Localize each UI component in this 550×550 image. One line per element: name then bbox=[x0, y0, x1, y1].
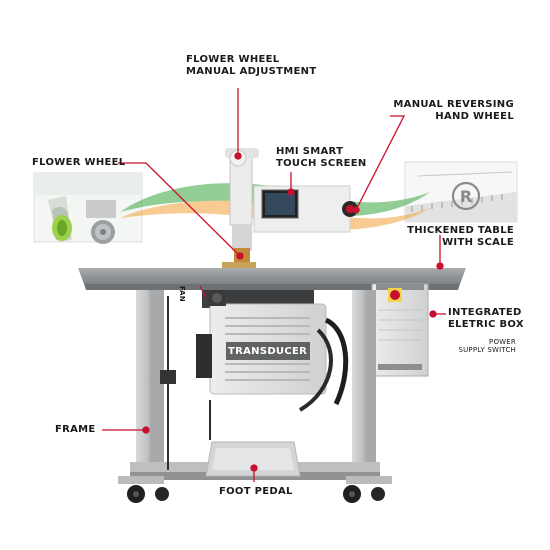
label-manual-reversing: MANUAL REVERSING HAND WHEEL bbox=[390, 99, 514, 123]
table-top bbox=[78, 268, 466, 290]
label-power-switch-line1: POWER bbox=[489, 338, 516, 346]
callout-lines bbox=[102, 88, 446, 482]
label-foot-pedal: FOOT PEDAL bbox=[219, 486, 293, 497]
callout-flower-wheel bbox=[118, 162, 241, 257]
label-integrated-box: INTEGRATED ELETRIC BOX bbox=[448, 307, 524, 331]
label-flower-wheel-adjust: FLOWER WHEEL MANUAL ADJUSTMENT bbox=[186, 54, 316, 78]
label-hmi-line2: TOUCH SCREEN bbox=[276, 158, 367, 169]
fan bbox=[208, 290, 226, 306]
label-thickened-table: THICKENED TABLE WITH SCALE bbox=[392, 225, 514, 249]
label-flower-wheel: FLOWER WHEEL bbox=[32, 157, 126, 168]
label-frame: FRAME bbox=[55, 424, 96, 435]
foot-pedal bbox=[205, 400, 301, 477]
callout-hand-wheel bbox=[355, 115, 406, 211]
label-fan: FAN bbox=[178, 286, 186, 302]
svg-text:R: R bbox=[460, 187, 472, 206]
label-manual-reversing-line1: MANUAL REVERSING bbox=[393, 99, 514, 110]
callout-fan bbox=[199, 285, 207, 299]
label-power-switch-line2: SUPPLY SWITCH bbox=[458, 346, 516, 354]
label-flower-wheel-adjust-line2: MANUAL ADJUSTMENT bbox=[186, 66, 317, 77]
label-integrated-box-line1: INTEGRATED bbox=[448, 307, 522, 318]
label-hmi-line1: HMI SMART bbox=[276, 146, 344, 157]
flower-wheel-inset-photo bbox=[33, 172, 143, 244]
label-transducer: TRANSDUCER bbox=[228, 346, 308, 357]
label-power-switch: POWER SUPPLY SWITCH bbox=[446, 338, 516, 354]
caster-wheels bbox=[127, 485, 385, 503]
label-integrated-box-line2: ELETRIC BOX bbox=[448, 319, 524, 330]
table-scale-inset-photo: R bbox=[404, 161, 518, 223]
sewing-head bbox=[222, 148, 358, 268]
transducer-housing bbox=[196, 290, 349, 412]
label-flower-wheel-adjust-line1: FLOWER WHEEL bbox=[186, 54, 280, 65]
label-hmi: HMI SMART TOUCH SCREEN bbox=[276, 146, 367, 170]
label-thickened-table-line2: WITH SCALE bbox=[442, 237, 514, 248]
electric-box bbox=[371, 283, 429, 377]
label-thickened-table-line1: THICKENED TABLE bbox=[407, 225, 514, 236]
registered-mark-icon: R bbox=[451, 181, 481, 211]
label-manual-reversing-line2: HAND WHEEL bbox=[435, 111, 514, 122]
